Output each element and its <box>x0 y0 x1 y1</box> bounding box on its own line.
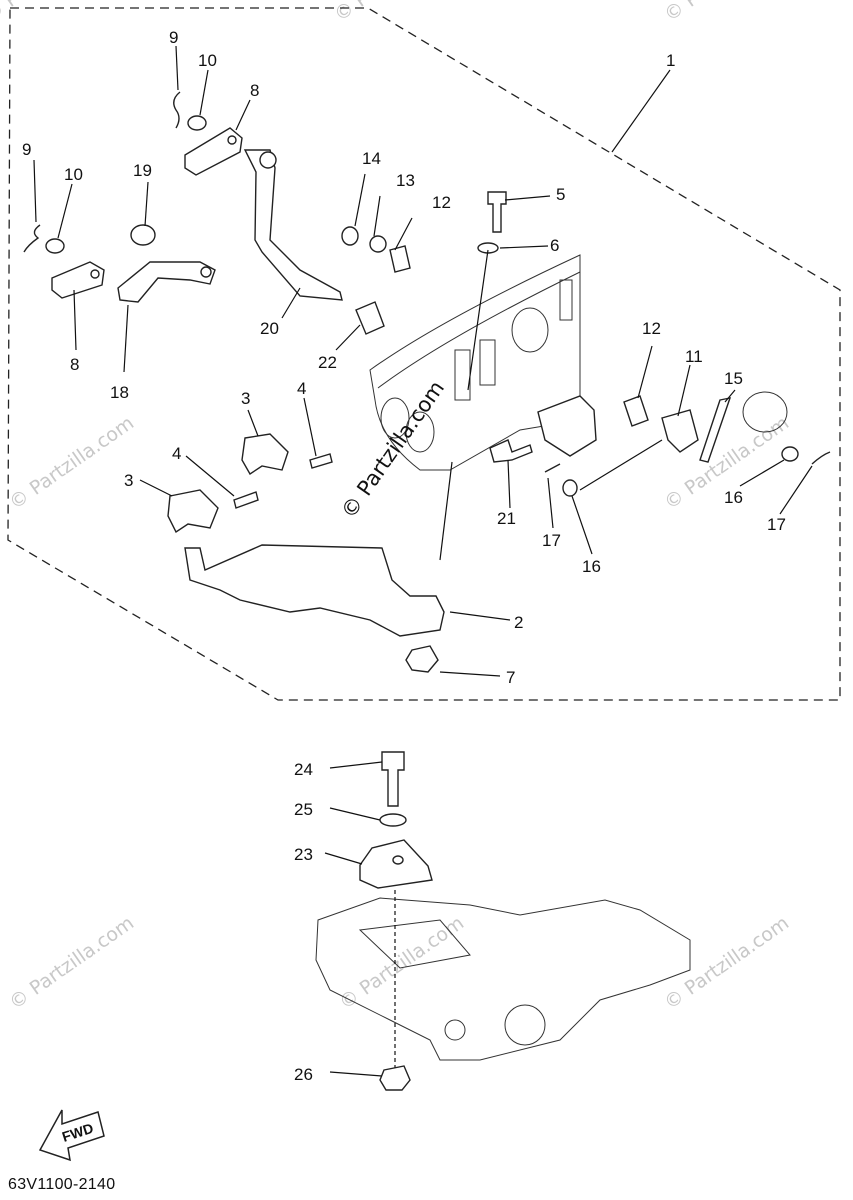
washer-10-upper <box>187 115 207 131</box>
nut-13 <box>369 235 387 253</box>
link-rod-15 <box>699 397 732 463</box>
callout-4b: 4 <box>172 444 181 463</box>
leader-lines <box>33 45 813 1077</box>
shift-shaft-20-end <box>259 151 277 169</box>
joint-8-left-hole <box>90 269 100 279</box>
callout-13: 13 <box>396 171 415 190</box>
bushing-12-right <box>623 395 649 427</box>
callout-18: 18 <box>110 383 129 402</box>
bolt-24 <box>381 751 405 807</box>
callout-6: 6 <box>550 236 559 255</box>
callout-17b: 17 <box>767 515 786 534</box>
lever-18 <box>117 261 216 303</box>
callout-12a: 12 <box>432 193 451 212</box>
plate-23-hole <box>392 855 404 865</box>
fwd-arrow-icon: FWD <box>38 1109 105 1162</box>
cotter-pin-9-left <box>23 224 41 253</box>
callouts: 1 2 3 3 4 4 5 6 7 8 8 9 9 10 10 11 12 12… <box>22 28 786 1084</box>
callout-7: 7 <box>506 668 515 687</box>
watermark: © Partzilla.com <box>5 912 138 1014</box>
bracket-2 <box>184 544 445 637</box>
callout-15: 15 <box>724 369 743 388</box>
watermark: © Partzilla.com <box>330 0 463 26</box>
callout-14: 14 <box>362 149 381 168</box>
callout-3b: 3 <box>124 471 133 490</box>
callout-20: 20 <box>260 319 279 338</box>
callout-23: 23 <box>294 845 313 864</box>
callout-17a: 17 <box>542 531 561 550</box>
callout-8b: 8 <box>70 355 79 374</box>
callout-21: 21 <box>497 509 516 528</box>
callout-24: 24 <box>294 760 313 779</box>
callout-5: 5 <box>556 185 565 204</box>
cotter-pin-9-upper <box>173 91 181 129</box>
callout-26: 26 <box>294 1065 313 1084</box>
callout-11: 11 <box>685 347 703 366</box>
joint-8-upper <box>184 127 243 176</box>
lever-18-pin <box>200 266 212 278</box>
cotter-pin-17-mid <box>544 463 561 473</box>
callout-2: 2 <box>514 613 523 632</box>
joint-8-upper-hole <box>227 135 237 145</box>
watermark: © Partzilla.com <box>5 412 138 514</box>
callout-22: 22 <box>318 353 337 372</box>
callout-1: 1 <box>666 51 675 70</box>
bolt-5 <box>487 191 507 233</box>
cam-3-upper <box>241 433 289 475</box>
bushing-12-upper <box>389 245 411 273</box>
callout-19: 19 <box>133 161 152 180</box>
nut-7 <box>405 645 439 673</box>
callout-16a: 16 <box>724 488 743 507</box>
washer-16-mid <box>562 479 578 497</box>
callout-4a: 4 <box>297 379 306 398</box>
cotter-pin-17-right <box>811 451 831 465</box>
shaft-end-ghost <box>742 391 788 433</box>
watermark: © Partzilla.com <box>335 912 468 1014</box>
callout-16b: 16 <box>582 557 601 576</box>
washer-16-right <box>781 446 799 462</box>
callout-10b: 10 <box>64 165 83 184</box>
pin-4-lower <box>233 491 259 509</box>
bushing-22 <box>355 301 385 335</box>
joint-8-left <box>51 261 105 299</box>
shift-shaft-20 <box>243 149 343 301</box>
watermark: © Partzilla.com <box>660 912 793 1014</box>
callout-8a: 8 <box>250 81 259 100</box>
callout-12b: 12 <box>642 319 661 338</box>
shift-cam <box>537 395 597 457</box>
bushing-19 <box>130 224 156 246</box>
washer-10-left <box>45 238 65 254</box>
lower-bracket-outline <box>315 897 691 1061</box>
callout-9a: 9 <box>169 28 178 47</box>
bolt-21 <box>489 439 533 463</box>
assembly-boundary <box>7 7 841 701</box>
shift-rod-11 <box>661 409 699 453</box>
washer-14 <box>341 226 359 246</box>
diagram-code: 63V1100-2140 <box>8 1176 116 1193</box>
nut-26 <box>379 1065 411 1091</box>
washer-25 <box>379 813 407 827</box>
housing-outline <box>369 254 581 471</box>
watermark: © Partzilla.com <box>660 0 793 26</box>
callout-10a: 10 <box>198 51 217 70</box>
watermark: © Partzilla.com <box>0 0 113 26</box>
cam-3-lower <box>167 489 219 534</box>
callout-3a: 3 <box>241 389 250 408</box>
callout-9b: 9 <box>22 140 31 159</box>
callout-25: 25 <box>294 800 313 819</box>
pin-4-upper <box>309 453 333 469</box>
